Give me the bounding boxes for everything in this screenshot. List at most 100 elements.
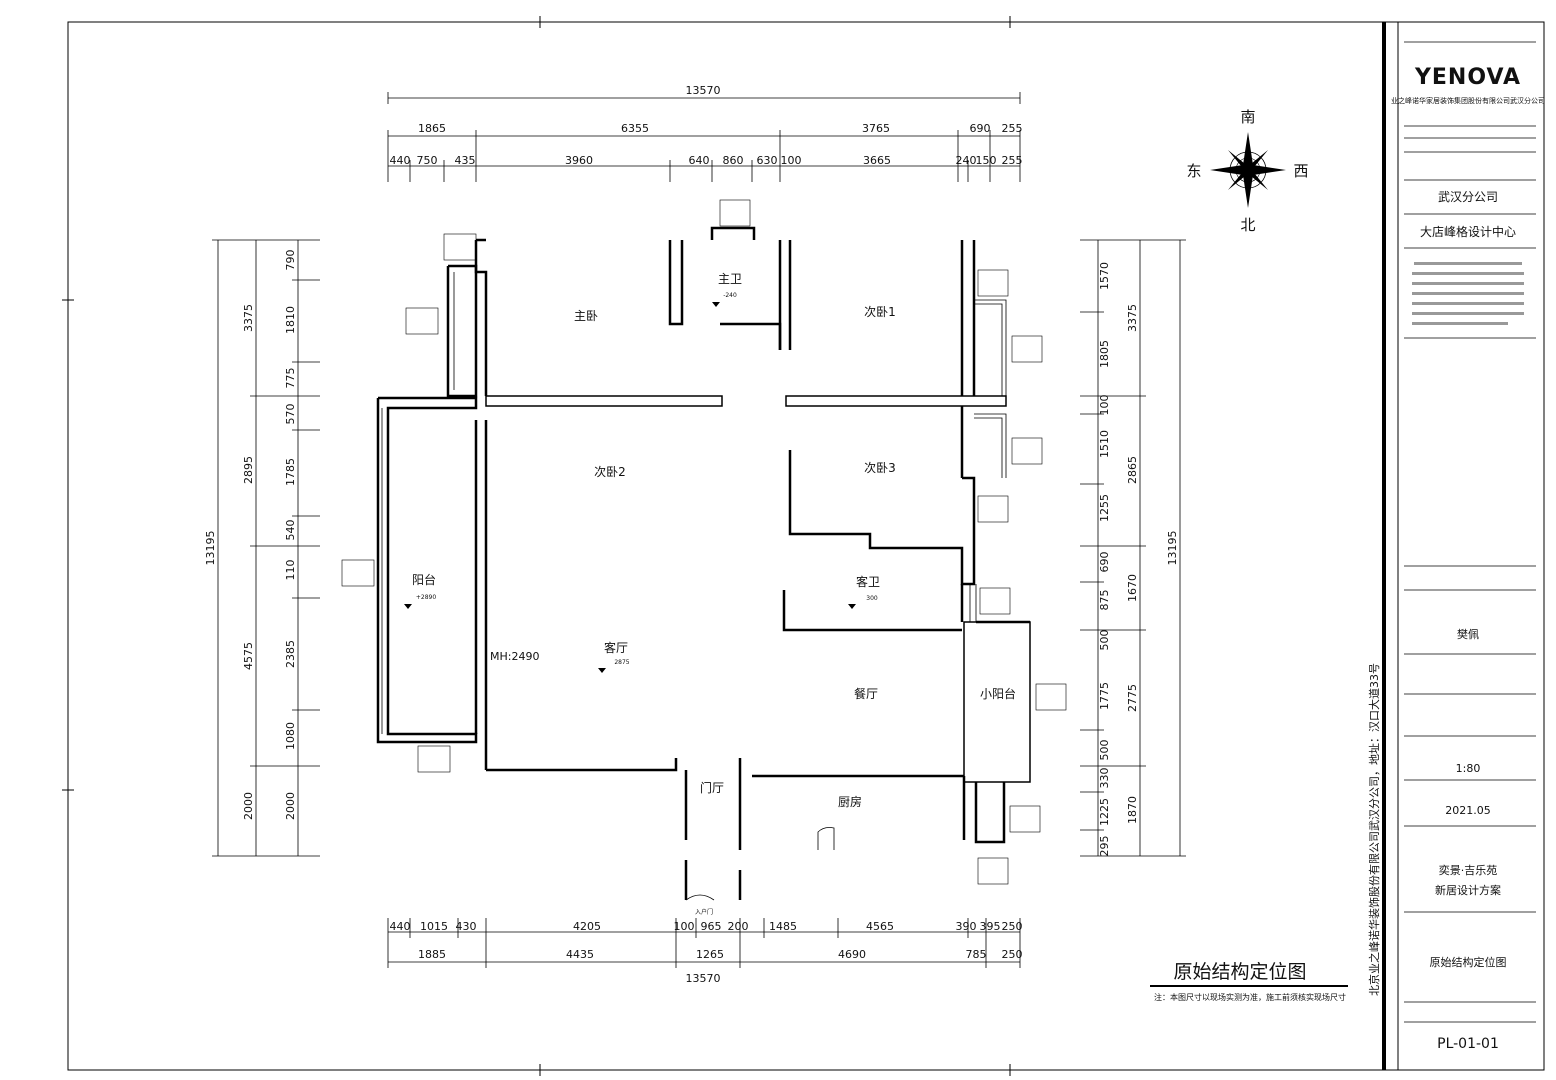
- svg-text:1670: 1670: [1126, 574, 1139, 602]
- project-line2: 新居设计方案: [1435, 883, 1501, 897]
- svg-text:1865: 1865: [418, 122, 446, 135]
- room-entrance: 入户门: [695, 908, 713, 916]
- svg-text:1805: 1805: [1098, 340, 1111, 368]
- svg-text:3960: 3960: [565, 154, 593, 167]
- left-outer-dims: 3375 2895 4575 2000: [242, 304, 255, 820]
- svg-text:100: 100: [674, 920, 695, 933]
- svg-text:295: 295: [1098, 836, 1111, 857]
- window-spec-tags: [341, 199, 1067, 885]
- room-bedroom3: 次卧3: [864, 461, 896, 475]
- title-block-notes: [1412, 262, 1524, 325]
- room-bedroom2: 次卧2: [594, 465, 626, 479]
- level-markers: [404, 302, 856, 673]
- room-bedroom1: 次卧1: [864, 305, 896, 319]
- svg-text:775: 775: [284, 368, 297, 389]
- level-guest-bath: 300: [866, 595, 878, 602]
- sheet-border: [67, 21, 1545, 1071]
- svg-text:390: 390: [956, 920, 977, 933]
- bottom-dimensions: [387, 918, 1021, 968]
- room-master-bath: 主卫: [718, 272, 742, 286]
- room-small-balcony: 小阳台: [980, 686, 1016, 701]
- svg-text:965: 965: [701, 920, 722, 933]
- svg-text:500: 500: [1098, 740, 1111, 761]
- svg-text:330: 330: [1098, 768, 1111, 789]
- left-dimensions: [212, 239, 320, 857]
- svg-text:2000: 2000: [284, 792, 297, 820]
- bottom-total-dim: 13570: [686, 972, 721, 985]
- vertical-address: 北京业之峰诺华装饰股份有限公司武汉分公司，地址：汉口大道33号: [1367, 663, 1381, 996]
- svg-text:1080: 1080: [284, 722, 297, 750]
- svg-text:1570: 1570: [1098, 262, 1111, 290]
- svg-text:3375: 3375: [1126, 304, 1139, 332]
- svg-text:690: 690: [970, 122, 991, 135]
- svg-text:1870: 1870: [1126, 796, 1139, 824]
- svg-text:435: 435: [455, 154, 476, 167]
- room-balcony: 阳台: [412, 572, 436, 587]
- svg-text:750: 750: [417, 154, 438, 167]
- room-kitchen: 厨房: [838, 794, 862, 809]
- svg-text:430: 430: [456, 920, 477, 933]
- company-line: 业之峰诺华家居装饰集团股份有限公司武汉分公司: [1391, 96, 1545, 105]
- svg-text:240: 240: [956, 154, 977, 167]
- walls: [376, 226, 1031, 900]
- level-master-bath: -240: [723, 292, 737, 299]
- title-block: [1404, 41, 1536, 1023]
- right-inner-dims: 1570 1805 100 1510 1255 690 875 500 1775…: [1098, 262, 1111, 857]
- left-total-dim: 13195: [204, 531, 217, 566]
- svg-text:875: 875: [1098, 590, 1111, 611]
- svg-text:150: 150: [976, 154, 997, 167]
- room-labels: 主卧 主卫 -240 次卧1 次卧2 次卧3 阳台 +2890 客卫 300 客…: [412, 272, 1016, 916]
- svg-text:790: 790: [284, 250, 297, 271]
- svg-text:690: 690: [1098, 552, 1111, 573]
- bottom-row2-dims: 1885 4435 1265 4690 785 250: [418, 948, 1023, 961]
- compass-north: 北: [1240, 216, 1255, 234]
- designer-value: 樊佩: [1457, 627, 1479, 641]
- svg-text:440: 440: [390, 154, 411, 167]
- level-balcony: +2890: [416, 594, 436, 601]
- top-dimensions: [387, 92, 1021, 182]
- top-total-dim: 13570: [686, 84, 721, 97]
- svg-text:100: 100: [781, 154, 802, 167]
- window-lines: [381, 272, 1007, 901]
- svg-text:4205: 4205: [573, 920, 601, 933]
- svg-text:785: 785: [966, 948, 987, 961]
- svg-text:1255: 1255: [1098, 494, 1111, 522]
- svg-text:1775: 1775: [1098, 682, 1111, 710]
- svg-text:110: 110: [284, 560, 297, 581]
- right-total-dim: 13195: [1166, 531, 1179, 566]
- project-line1: 奕景·吉乐苑: [1439, 863, 1498, 877]
- room-guest-bath: 客卫: [856, 574, 880, 589]
- svg-text:1015: 1015: [420, 920, 448, 933]
- date-value: 2021.05: [1445, 804, 1491, 817]
- branch-name: 武汉分公司: [1438, 190, 1498, 204]
- design-center: 大店峰格设计中心: [1420, 224, 1516, 239]
- compass-south: 南: [1240, 108, 1255, 126]
- svg-text:4690: 4690: [838, 948, 866, 961]
- room-living: 客厅: [604, 640, 628, 655]
- svg-text:200: 200: [728, 920, 749, 933]
- svg-text:255: 255: [1002, 122, 1023, 135]
- compass-west: 西: [1293, 162, 1308, 180]
- svg-text:6355: 6355: [621, 122, 649, 135]
- svg-text:500: 500: [1098, 630, 1111, 651]
- svg-text:4565: 4565: [866, 920, 894, 933]
- room-dining: 餐厅: [854, 686, 878, 701]
- svg-text:3375: 3375: [242, 304, 255, 332]
- right-outer-dims: 3375 2865 1670 2775 1870: [1126, 304, 1139, 824]
- svg-text:2775: 2775: [1126, 684, 1139, 712]
- top-row2-dims: 440 750 435 3960 640 860 630 100 3665 24…: [390, 154, 1023, 167]
- svg-text:2000: 2000: [242, 792, 255, 820]
- mh-label: MH:2490: [490, 650, 539, 663]
- frame-ticks: [62, 16, 1011, 1076]
- drawing-name: 原始结构定位图: [1430, 955, 1507, 969]
- drawing-title: 原始结构定位图: [1173, 961, 1306, 983]
- svg-text:540: 540: [284, 520, 297, 541]
- svg-text:1485: 1485: [769, 920, 797, 933]
- svg-text:2865: 2865: [1126, 456, 1139, 484]
- compass-icon: [1210, 132, 1286, 208]
- right-dimensions: [1080, 239, 1186, 857]
- left-inner-dims: 790 1810 775 570 1785 540 110 2385 1080 …: [284, 250, 297, 821]
- svg-text:640: 640: [689, 154, 710, 167]
- svg-text:1510: 1510: [1098, 430, 1111, 458]
